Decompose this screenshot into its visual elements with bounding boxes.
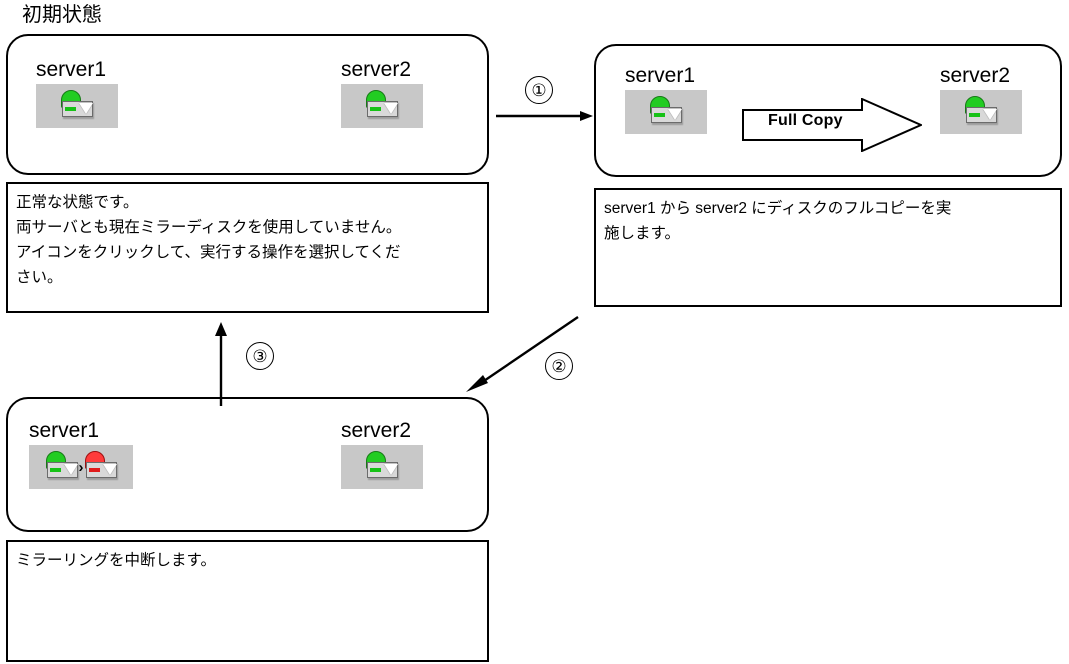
- mirror-disk-icon-green[interactable]: [364, 450, 400, 484]
- disk-led-shape: [370, 468, 381, 472]
- server-label: server2: [341, 58, 412, 81]
- transition-arrow-2-icon: [466, 316, 579, 392]
- disk-led-shape: [370, 107, 381, 111]
- server-group-initial-server1: server1: [36, 58, 118, 128]
- server-label: server2: [341, 419, 412, 442]
- transition-arrow-1-icon: [496, 111, 593, 121]
- disk-icon-tray[interactable]: [940, 90, 1022, 134]
- server-label: server1: [29, 419, 100, 442]
- disk-icon-tray[interactable]: [341, 445, 423, 489]
- mirror-disk-icon-green[interactable]: [648, 95, 684, 129]
- disk-arrow-shape: [384, 103, 398, 114]
- server-group-break-server2: server2: [341, 419, 423, 489]
- transition-marker-3: ③: [246, 342, 274, 370]
- disk-led-shape: [49, 468, 61, 472]
- disk-arrow-shape: [983, 109, 997, 120]
- disk-led-shape: [65, 107, 76, 111]
- server-label: server2: [940, 64, 1011, 87]
- mirror-break-panel: server1 › server2: [6, 397, 489, 532]
- description-line: ミラーリングを中断します。: [16, 552, 216, 569]
- disk-icon-tray[interactable]: [625, 90, 707, 134]
- mirror-disk-icon-green[interactable]: [963, 95, 999, 129]
- mirror-disk-icon-green[interactable]: [364, 89, 400, 123]
- description-line: 正常な状態です。: [16, 194, 139, 211]
- disk-led-shape: [88, 468, 100, 472]
- disk-arrow-shape: [63, 464, 78, 475]
- description-line: アイコンをクリックして、実行する操作を選択してくだ: [16, 244, 401, 261]
- initial-state-panel: server1 server2: [6, 34, 489, 175]
- icon-separator-chevron-icon: ›: [78, 458, 84, 476]
- disk-arrow-shape: [384, 464, 398, 475]
- server-group-copy-server1: server1: [625, 64, 707, 134]
- disk-arrow-shape: [102, 464, 117, 475]
- server-group-copy-server2: server2: [940, 64, 1022, 134]
- server-group-break-server1: server1 ›: [29, 419, 133, 489]
- server-group-initial-server2: server2: [341, 58, 423, 128]
- description-line: server1 から server2 にディスクのフルコピーを実: [604, 200, 952, 217]
- mirror-disk-icon-green[interactable]: [59, 89, 95, 123]
- disk-led-shape: [654, 113, 665, 117]
- description-line: さい。: [16, 269, 63, 286]
- transition-arrow-3-icon: [215, 322, 227, 406]
- disk-icon-tray[interactable]: [341, 84, 423, 128]
- full-copy-label: Full Copy: [768, 112, 843, 129]
- full-copy-block-arrow-icon: [742, 98, 922, 152]
- server-label: server1: [625, 64, 696, 87]
- disk-icon-tray[interactable]: [36, 84, 118, 128]
- disk-led-shape: [969, 113, 980, 117]
- full-copy-description: server1 から server2 にディスクのフルコピーを実 施します。: [594, 188, 1062, 307]
- initial-state-description: 正常な状態です。 両サーバとも現在ミラーディスクを使用していません。 アイコンを…: [6, 182, 489, 313]
- description-line: 両サーバとも現在ミラーディスクを使用していません。: [16, 219, 402, 236]
- page-title: 初期状態: [22, 4, 102, 26]
- disk-icon-tray[interactable]: ›: [29, 445, 133, 489]
- server-label: server1: [36, 58, 107, 81]
- mirror-break-description: ミラーリングを中断します。: [6, 540, 489, 662]
- mirror-disk-icon-red[interactable]: [83, 450, 119, 484]
- transition-marker-1: ①: [525, 76, 553, 104]
- transition-marker-2: ②: [545, 352, 573, 380]
- disk-arrow-shape: [668, 109, 682, 120]
- description-line: 施します。: [604, 225, 680, 242]
- disk-arrow-shape: [79, 103, 93, 114]
- mirror-disk-icon-green[interactable]: [44, 450, 80, 484]
